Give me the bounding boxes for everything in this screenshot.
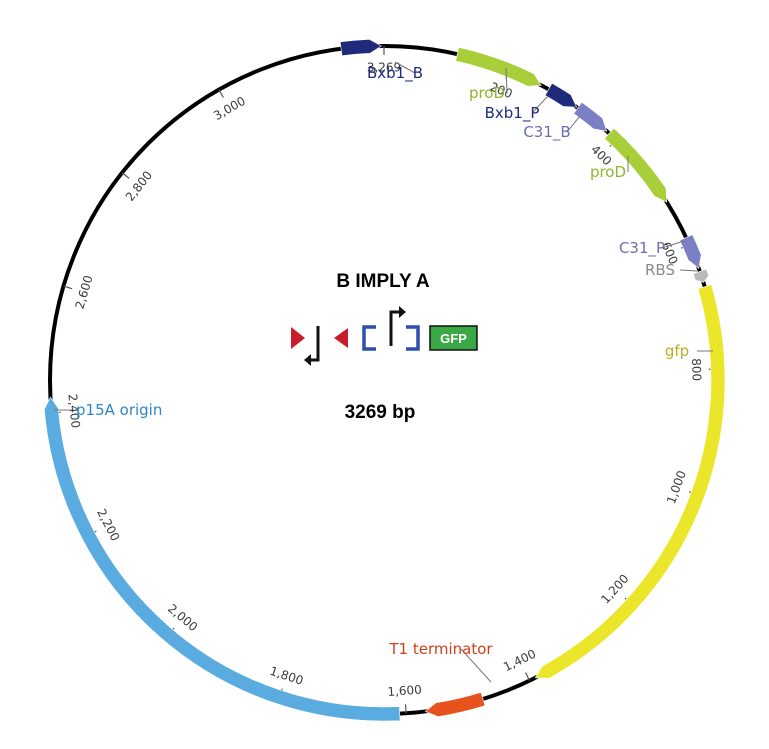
label-leader-line	[679, 269, 699, 272]
feature-arc-rbs[interactable]	[692, 268, 710, 283]
feature-label-p15a: p15A origin	[76, 401, 162, 419]
tick-mark	[404, 704, 407, 714]
label-leader-line	[531, 95, 549, 114]
feature-arc-prod-2[interactable]	[604, 127, 667, 203]
tick-label: 2,600	[73, 274, 96, 311]
gfp-reporter-icon	[429, 325, 478, 351]
feature-arc-t1[interactable]	[424, 691, 486, 718]
reverse-promoter-arrowhead-icon	[304, 354, 311, 366]
label-leader-line	[460, 648, 492, 683]
feature-label-bxb1-b: Bxb1_B	[367, 64, 423, 83]
tick-label: 1,000	[664, 469, 689, 506]
tick-label: 1,600	[387, 683, 422, 699]
circuit-glyph: GFP	[291, 306, 478, 366]
tick-mark	[218, 89, 224, 98]
plasmid-title: B IMPLY A	[336, 271, 430, 292]
attachment-site-icon	[291, 327, 305, 349]
tick-mark	[525, 672, 531, 681]
reverse-promoter-icon	[308, 326, 320, 362]
feature-label-gfp: gfp	[665, 342, 689, 360]
feature-arc-c31-b[interactable]	[573, 101, 608, 132]
feature-label-bxb1-p: Bxb1_P	[485, 104, 540, 123]
tick-mark	[63, 285, 73, 290]
feature-label-prod-2: proD	[590, 163, 626, 181]
tick-mark	[121, 172, 130, 179]
label-leader-line	[394, 61, 416, 74]
tick-label: 800	[689, 358, 704, 381]
tick-label: 2,200	[94, 506, 122, 543]
forward-promoter-icon	[389, 310, 401, 346]
tick-label: 1,800	[268, 664, 305, 688]
feature-label-rbs: RBS	[645, 261, 675, 279]
feature-arcs	[43, 39, 726, 722]
tick-label: 3,269	[367, 61, 401, 75]
feature-arc-c31-p[interactable]	[679, 234, 702, 269]
forward-promoter-arrowhead-icon	[399, 306, 406, 318]
label-leader-line	[505, 67, 508, 94]
tick-label: 2,800	[123, 168, 155, 204]
feature-arc-bxb1-p[interactable]	[544, 82, 578, 108]
attachment-site-icon	[334, 328, 348, 348]
feature-arc-p15a[interactable]	[43, 396, 401, 722]
plasmid-size: 3269 bp	[345, 402, 416, 423]
label-leader-line	[661, 240, 685, 249]
tick-label: 2,400	[65, 393, 82, 429]
feature-label-t1: T1 terminator	[388, 640, 493, 658]
feature-arc-bxb1-b[interactable]	[339, 39, 383, 57]
tick-label: 1,400	[501, 647, 538, 675]
feature-label-c31-p: C31_P	[619, 239, 665, 258]
feature-label-c31-b: C31_B	[523, 123, 570, 142]
gfp-reporter-label: GFP	[440, 331, 467, 346]
feature-label-prod-1: proD	[469, 84, 505, 102]
feature-arc-gfp[interactable]	[534, 284, 726, 679]
recombination-bracket-icon	[406, 325, 420, 351]
tick-label: 3,000	[211, 94, 248, 123]
feature-arc-prod-1[interactable]	[455, 46, 542, 87]
recombination-bracket-icon	[362, 325, 376, 351]
label-leader-line	[566, 115, 581, 133]
